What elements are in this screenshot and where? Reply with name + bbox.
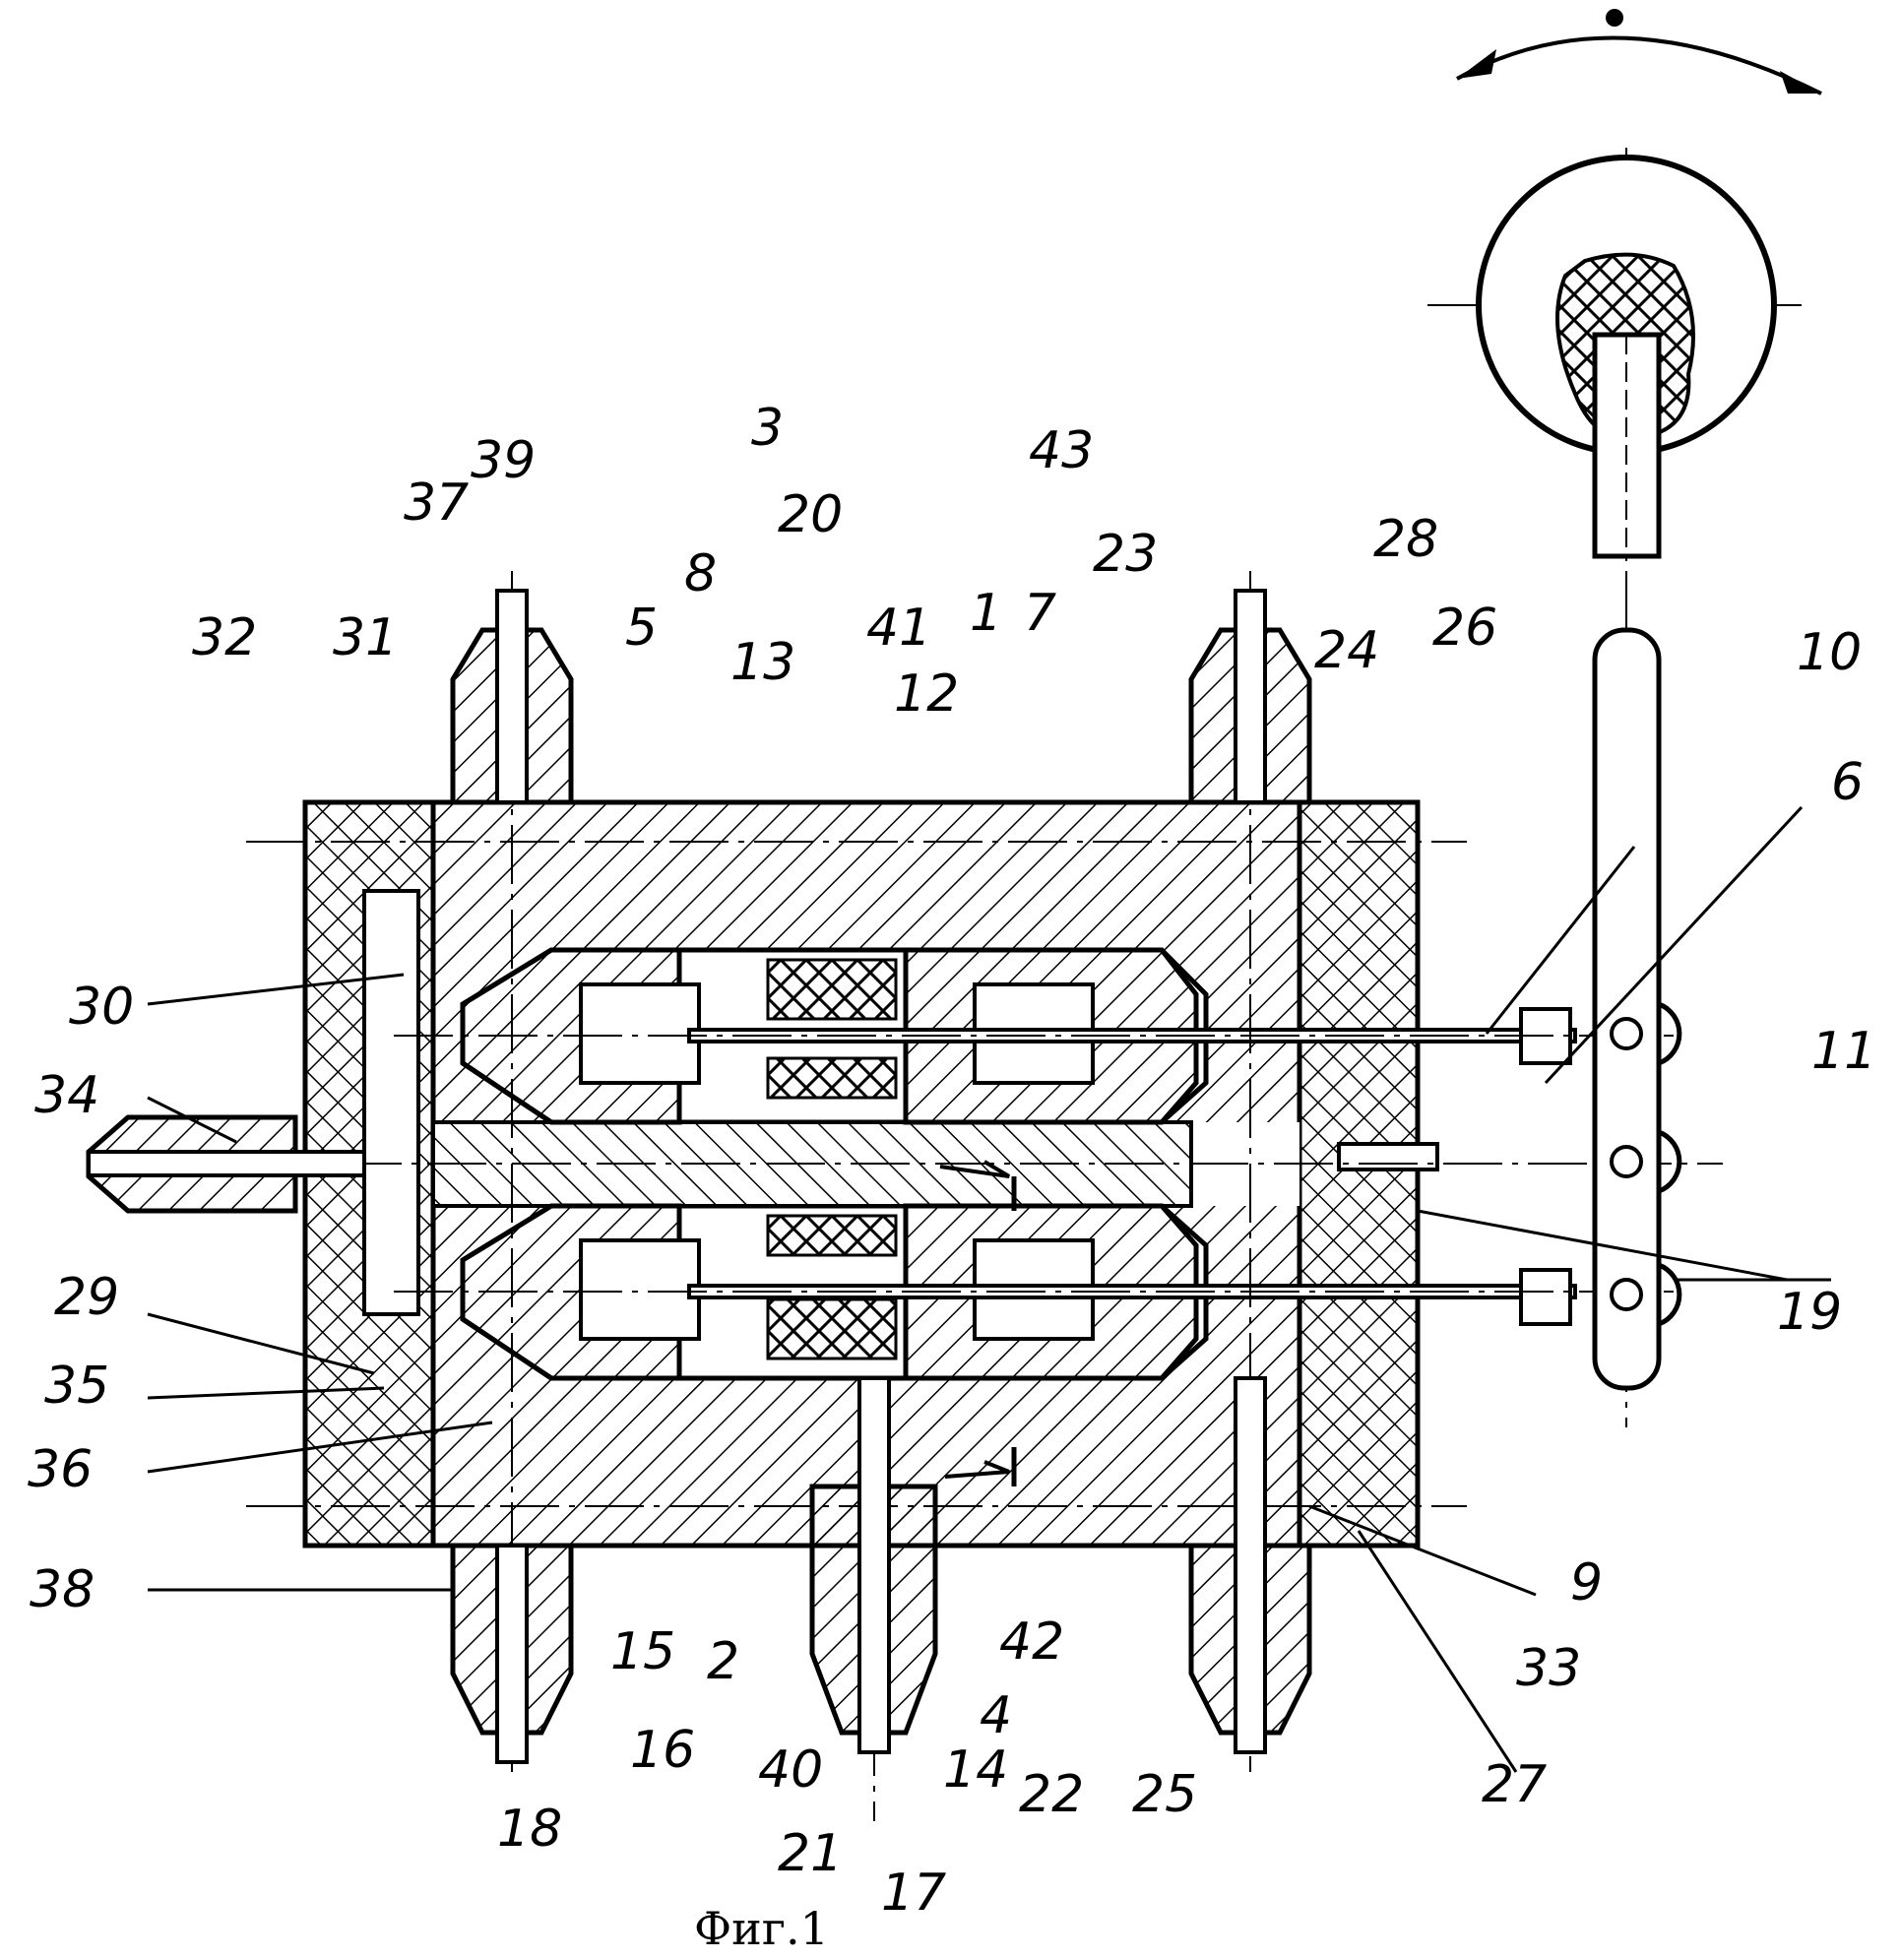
- label-38: 38: [30, 1560, 95, 1619]
- label-33: 33: [1516, 1639, 1581, 1698]
- label-21: 21: [778, 1824, 843, 1883]
- label-17: 17: [881, 1864, 946, 1923]
- fitting-upper-right: [1191, 591, 1309, 802]
- label-36: 36: [28, 1440, 93, 1499]
- label-27: 27: [1482, 1755, 1547, 1814]
- label-15: 15: [610, 1622, 675, 1681]
- label-25: 25: [1132, 1765, 1197, 1824]
- label-43: 43: [1029, 421, 1094, 480]
- label-13: 13: [730, 633, 795, 692]
- label-7: 7: [1024, 584, 1056, 643]
- label-24: 24: [1314, 621, 1379, 680]
- label-35: 35: [44, 1357, 109, 1416]
- label-5: 5: [625, 599, 658, 658]
- label-22: 22: [1019, 1765, 1084, 1824]
- label-19: 19: [1777, 1283, 1842, 1342]
- label-8: 8: [684, 544, 717, 603]
- motion-arrow: [1457, 9, 1821, 94]
- label-3: 3: [751, 399, 784, 458]
- label-23: 23: [1093, 525, 1158, 584]
- label-12: 12: [894, 664, 959, 724]
- label-29: 29: [54, 1268, 119, 1327]
- label-11: 11: [1811, 1022, 1876, 1081]
- control-lever: [1595, 630, 1679, 1388]
- label-39: 39: [471, 431, 536, 490]
- label-2: 2: [707, 1632, 739, 1691]
- label-41: 41: [866, 599, 931, 658]
- label-31: 31: [333, 608, 398, 667]
- label-37: 37: [404, 474, 469, 533]
- fitting-upper-left: [453, 591, 571, 802]
- label-18: 18: [497, 1800, 562, 1859]
- label-34: 34: [34, 1066, 99, 1125]
- label-30: 30: [69, 978, 134, 1037]
- label-4: 4: [980, 1686, 1012, 1745]
- fitting-lower-left: [453, 1546, 571, 1762]
- label-10: 10: [1797, 623, 1862, 682]
- label-32: 32: [192, 608, 257, 667]
- label-14: 14: [943, 1740, 1008, 1800]
- label-26: 26: [1432, 599, 1497, 658]
- label-20: 20: [778, 485, 843, 544]
- label-1: 1: [970, 584, 1002, 643]
- label-16: 16: [630, 1721, 695, 1780]
- label-6: 6: [1831, 753, 1864, 812]
- figure-caption: Фиг.1: [694, 1902, 829, 1955]
- lever-knob: [1479, 158, 1774, 556]
- label-40: 40: [758, 1740, 823, 1800]
- label-42: 42: [999, 1612, 1064, 1672]
- label-28: 28: [1373, 510, 1438, 569]
- label-9: 9: [1570, 1553, 1603, 1612]
